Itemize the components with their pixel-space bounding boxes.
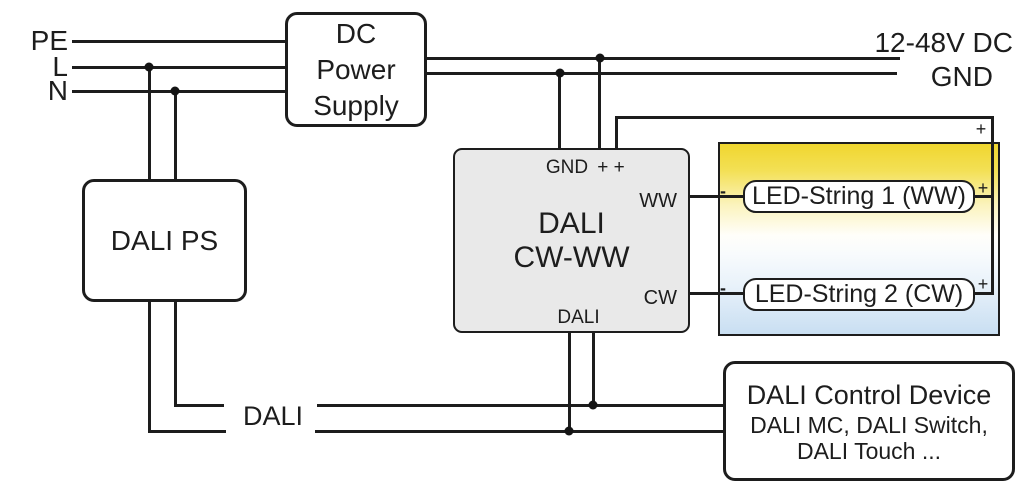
wire-plus-out-up [615, 116, 618, 149]
led-string-1-label: LED-String 1 (WW) [752, 182, 966, 210]
wire-dali-bus-elbow-bottom [148, 430, 226, 433]
dc-power-supply-label-line2: Power [316, 53, 396, 85]
string2-minus-label: - [720, 278, 726, 298]
dc-power-supply-label-line3: Supply [313, 89, 399, 121]
controller-ww-terminal-label: WW [639, 190, 677, 212]
wire-dali-ps-out-right [174, 300, 177, 407]
controller-gnd-terminal-label: GND [545, 157, 589, 178]
wire-plus-to-controller [598, 57, 601, 149]
wire-led-plus-bus [991, 116, 994, 295]
wire-plus-to-led-panel [615, 116, 994, 119]
junction-dot-l [144, 62, 154, 72]
wire-dali-bus-elbow-top [174, 404, 224, 407]
wire-string2-plus-stub [973, 292, 994, 295]
wire-n [72, 90, 288, 93]
dc-power-supply-box: DC Power Supply [285, 12, 427, 127]
wire-l [72, 66, 288, 69]
control-device-examples-line2: DALI Touch ... [796, 437, 942, 464]
wire-gnd-to-controller [558, 72, 561, 149]
wire-12-48v [427, 57, 900, 60]
dali-control-device-box: DALI Control Device DALI MC, DALI Switch… [723, 361, 1015, 481]
wire-pe [72, 40, 288, 43]
wire-controller-dali-left [568, 331, 571, 433]
wire-l-to-dali-ps [148, 66, 151, 180]
junction-dot-n [170, 86, 180, 96]
wire-n-to-dali-ps [174, 90, 177, 180]
string1-minus-label: - [720, 181, 726, 201]
control-device-examples-line1: DALI MC, DALI Switch, [750, 411, 988, 438]
controller-title-line1: DALI [538, 206, 605, 240]
junction-dot-dali-top [588, 400, 598, 410]
string1-plus-label: + [977, 178, 989, 198]
wire-cw-output [690, 292, 745, 295]
dali-cw-ww-controller-box: GND + + DALI CW-WW WW CW DALI [453, 148, 690, 333]
led-string-1-box: LED-String 1 (WW) [743, 180, 975, 213]
dali-ps-label: DALI PS [110, 224, 219, 256]
led-string-2-label: LED-String 2 (CW) [754, 280, 964, 308]
wire-gnd [427, 72, 897, 75]
string2-plus-label: + [977, 274, 989, 294]
wire-dali-ps-out-left [148, 300, 151, 433]
controller-plus-terminals-label: + + [597, 157, 625, 178]
wire-string1-plus-stub [973, 195, 994, 198]
led-string-2-box: LED-String 2 (CW) [743, 278, 975, 311]
mains-label-pe: PE [30, 25, 68, 56]
wire-ww-output [690, 195, 745, 198]
junction-dot-gnd [555, 68, 565, 78]
wire-dali-bus-bottom [315, 430, 726, 433]
dali-ps-box: DALI PS [82, 179, 247, 302]
dc-gnd-label: GND [930, 61, 993, 92]
mains-label-n: N [47, 75, 68, 106]
dc-voltage-label: 12-48V DC [874, 27, 1013, 58]
mains-label-l: L [52, 51, 68, 82]
junction-dot-dali-bottom [564, 426, 574, 436]
controller-title-line2: CW-WW [513, 240, 630, 274]
controller-cw-terminal-label: CW [643, 287, 677, 309]
wire-controller-dali-right [592, 331, 595, 407]
plus-bus-polarity-label: + [975, 119, 987, 139]
controller-dali-terminal-label: DALI [557, 307, 600, 328]
control-device-title: DALI Control Device [746, 379, 992, 410]
controller-title: DALI CW-WW [513, 207, 629, 275]
wire-dali-bus-top [317, 404, 726, 407]
dc-power-supply-label-line1: DC [335, 17, 377, 49]
junction-dot-plus [595, 53, 605, 63]
dali-bus-label: DALI [242, 401, 304, 431]
